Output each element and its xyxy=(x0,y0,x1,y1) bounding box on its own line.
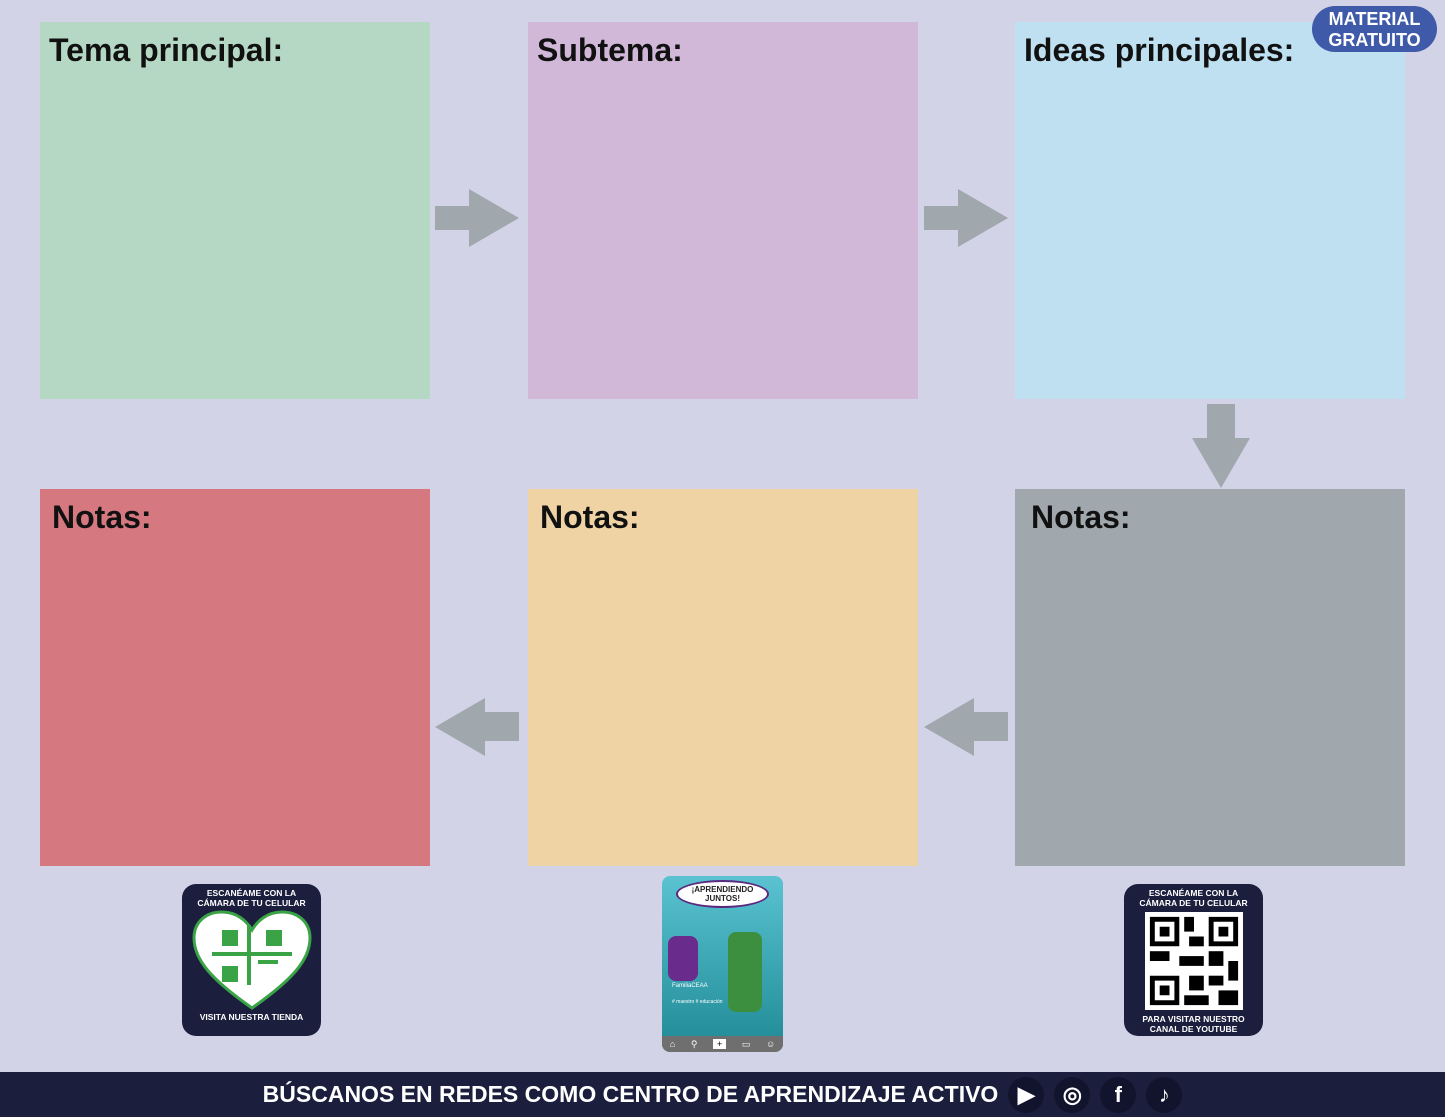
qr-caption: ESCANÉAME CON LA CÁMARA DE TU CELULAR xyxy=(197,888,306,908)
box-notes-3[interactable]: Notas: xyxy=(40,489,430,866)
youtube-icon[interactable]: ▶ xyxy=(1008,1076,1045,1113)
qr-caption: PARA VISITAR NUESTRO CANAL DE YOUTUBE xyxy=(1142,1014,1245,1034)
box-title: Ideas principales: xyxy=(1024,32,1295,68)
arrow-down-icon xyxy=(1192,404,1250,488)
phone-tags: # maestro # educación xyxy=(672,999,723,1005)
man-figure xyxy=(728,932,762,1012)
qr-youtube-card[interactable]: ESCANÉAME CON LA CÁMARA DE TU CELULAR PA… xyxy=(1124,884,1263,1036)
footer-text: BÚSCANOS EN REDES COMO CENTRO DE APRENDI… xyxy=(262,1081,999,1107)
badge-line1: MATERIAL xyxy=(1328,9,1421,29)
qr-store-card[interactable]: ESCANÉAME CON LA CÁMARA DE TU CELULAR VI… xyxy=(182,884,321,1036)
phone-handle: FamiliaCEAA xyxy=(672,983,708,989)
box-subtopic[interactable]: Subtema: xyxy=(528,22,918,399)
facebook-icon[interactable]: f xyxy=(1100,1076,1137,1113)
box-title: Notas: xyxy=(540,499,640,535)
instagram-icon[interactable]: ◎ xyxy=(1054,1076,1091,1113)
footer-bar: BÚSCANOS EN REDES COMO CENTRO DE APRENDI… xyxy=(0,1072,1445,1117)
box-main-topic[interactable]: Tema principal: xyxy=(40,22,430,399)
woman-figure xyxy=(668,936,698,981)
phone-nav-bar: ⌂⚲+▭☺ xyxy=(662,1036,783,1052)
box-main-ideas[interactable]: Ideas principales: xyxy=(1015,22,1405,399)
speech-bubble: ¡APRENDIENDO JUNTOS! xyxy=(676,880,769,908)
tiktok-icon[interactable]: ♪ xyxy=(1146,1076,1183,1113)
box-notes-1[interactable]: Notas: xyxy=(1015,489,1405,866)
qr-code-icon xyxy=(1144,912,1243,1010)
qr-caption: ESCANÉAME CON LA CÁMARA DE TU CELULAR xyxy=(1139,888,1248,908)
arrow-right-icon xyxy=(435,189,519,247)
box-notes-2[interactable]: Notas: xyxy=(528,489,918,866)
box-title: Notas: xyxy=(52,499,152,535)
arrow-left-icon xyxy=(435,698,519,756)
promo-phone-image: ¡APRENDIENDO JUNTOS! FamiliaCEAA # maest… xyxy=(662,876,783,1052)
arrow-right-icon xyxy=(924,189,1008,247)
arrow-left-icon xyxy=(924,698,1008,756)
qr-caption: VISITA NUESTRA TIENDA xyxy=(199,1012,304,1022)
box-title: Tema principal: xyxy=(49,32,284,68)
badge-line2: GRATUITO xyxy=(1328,30,1421,50)
box-title: Subtema: xyxy=(537,32,683,68)
box-title: Notas: xyxy=(1031,499,1131,535)
heart-qr-icon xyxy=(191,910,312,1010)
